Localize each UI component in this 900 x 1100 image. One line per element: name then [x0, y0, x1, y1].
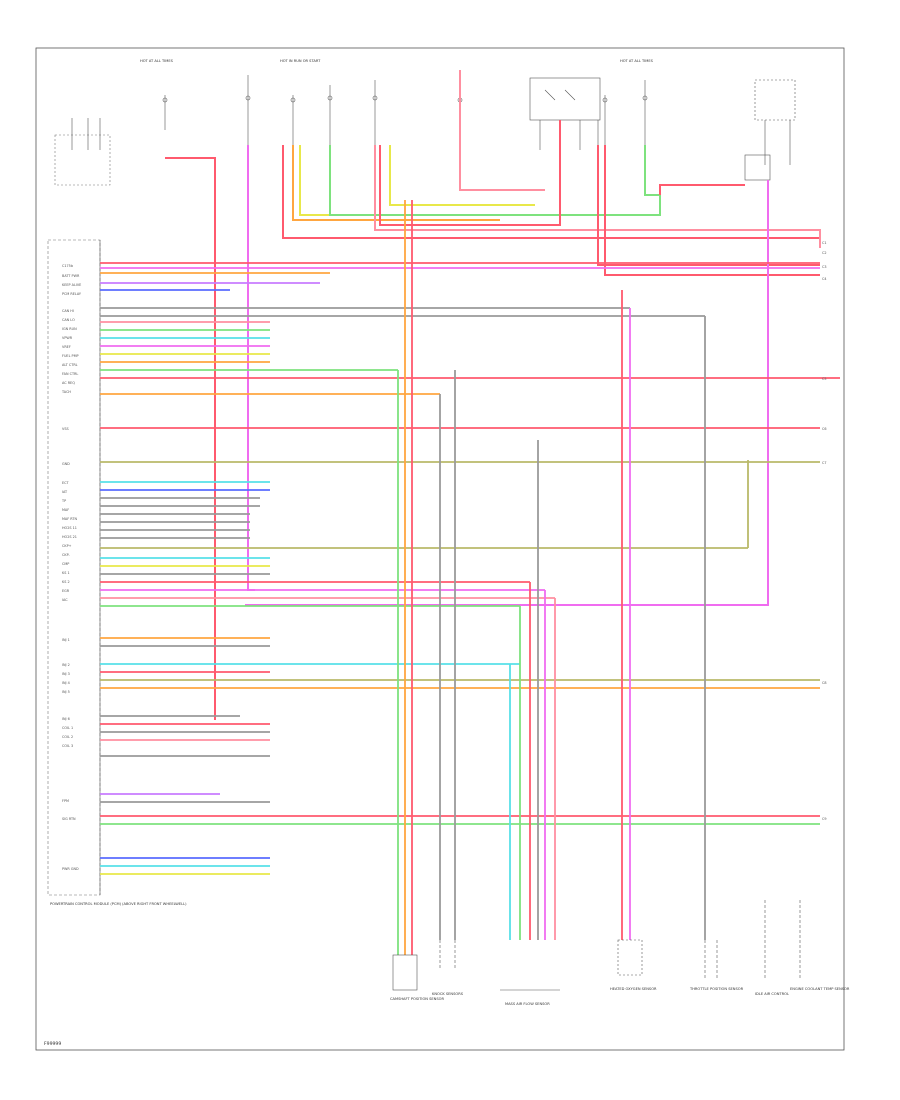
pin-label: INJ 2: [62, 663, 70, 667]
top-label-3: HOT AT ALL TIMES: [620, 59, 654, 63]
pin-label: FUEL PMP: [62, 354, 79, 358]
pin-label: VPWR: [62, 336, 73, 340]
pin-label: INJ 1: [62, 638, 70, 642]
pin-label: CMP: [62, 562, 69, 566]
pin-label: CKP-: [62, 553, 71, 557]
component-label: THROTTLE POSITION SENSOR: [689, 987, 744, 991]
connector-label: C4: [822, 277, 827, 281]
component-label: IDLE AIR CONTROL: [755, 992, 789, 996]
pin-label: INJ 3: [62, 672, 70, 676]
pin-label: COIL 3: [62, 744, 73, 748]
component-label: CAMSHAFT POSITION SENSOR: [390, 997, 444, 1001]
top-label-1: HOT AT ALL TIMES: [140, 59, 174, 63]
vertical-drops: [397, 200, 749, 955]
bottom-component-labels: CAMSHAFT POSITION SENSOR KNOCK SENSORS M…: [390, 987, 850, 1006]
pin-label: PWR GND: [62, 867, 79, 871]
connector-label: C6: [822, 427, 827, 431]
diagram-frame: [35, 47, 845, 1051]
component-label: HEATED OXYGEN SENSOR: [610, 987, 657, 991]
connector-label: C8: [822, 681, 827, 685]
connector-label: C3: [822, 265, 827, 269]
pin-label: EGR: [62, 589, 70, 593]
vertical-wires-top: [165, 70, 821, 720]
bottom-components: [392, 900, 801, 991]
pin-label: IAC: [62, 598, 68, 602]
pin-label: CAN HI: [62, 309, 74, 313]
figure-label: F99999: [44, 1041, 61, 1047]
pin-label: ALT CTRL: [62, 363, 78, 367]
right-connectors: C1 C2 C3 C4 C5 C6 C7 C8 C9: [822, 241, 827, 821]
pin-label: HO2S 11: [62, 526, 77, 530]
fuel-pump-relay: [744, 79, 796, 181]
battery-junction-box: [54, 118, 111, 186]
component-label: MASS AIR FLOW SENSOR: [505, 1002, 550, 1006]
pin-label: INJ 5: [62, 690, 70, 694]
pin-label: ECT: [62, 481, 70, 485]
pin-label: COIL 1: [62, 726, 73, 730]
pin-label: TACH: [61, 390, 71, 394]
pin-label: C175b: [62, 264, 73, 268]
pin-label: FAN CTRL: [62, 372, 78, 376]
pin-label: IAT: [62, 490, 68, 494]
connector-label: C9: [822, 817, 827, 821]
pin-label: PCM RELAY: [62, 292, 82, 296]
pin-label: CKP+: [62, 544, 72, 548]
pin-label: HO2S 21: [62, 535, 77, 539]
pin-label: SIG RTN: [62, 817, 76, 821]
fuse-row: [162, 70, 648, 150]
pin-label: TP: [61, 499, 66, 503]
pin-label: AC REQ: [62, 381, 75, 385]
pin-label: KEEP ALIVE: [62, 283, 81, 287]
camshaft-sensor-body: [392, 954, 418, 991]
pin-label: INJ 4: [62, 681, 70, 685]
pin-label: BATT PWR: [62, 274, 80, 278]
pin-label: VREF: [62, 345, 71, 349]
pcm-pin-labels: C175b BATT PWR KEEP ALIVE PCM RELAY CAN …: [61, 264, 82, 871]
pin-label: CAN LO: [62, 318, 75, 322]
pin-label: GND: [62, 462, 70, 466]
pin-label: COIL 2: [62, 735, 73, 739]
connector-label: C1: [822, 241, 827, 245]
pin-label: INJ 6: [62, 717, 70, 721]
pin-label: FPM: [62, 799, 69, 803]
pin-label: IGN RUN: [62, 327, 77, 331]
connector-label: C7: [822, 461, 827, 465]
component-label: ENGINE COOLANT TEMP SENSOR: [790, 987, 850, 991]
pin-label: MAF RTN: [62, 517, 77, 521]
connector-label: C5: [822, 377, 827, 381]
pin-label: VSS: [62, 427, 69, 431]
pcm-module: POWERTRAIN CONTROL MODULE (PCM) (ABOVE R…: [47, 239, 187, 906]
pin-label: KS 1: [62, 571, 70, 575]
top-label-2: HOT IN RUN OR START: [280, 59, 321, 63]
pin-label: KS 2: [62, 580, 70, 584]
pcm-label: POWERTRAIN CONTROL MODULE (PCM) (ABOVE R…: [50, 902, 187, 906]
horizontal-wires: [100, 262, 840, 875]
pcm-relay: [529, 77, 601, 150]
connector-label: C2: [822, 251, 827, 255]
pin-label: MAF: [62, 508, 69, 512]
o2-sensor-body: [617, 939, 643, 976]
component-label: KNOCK SENSORS: [432, 992, 464, 996]
